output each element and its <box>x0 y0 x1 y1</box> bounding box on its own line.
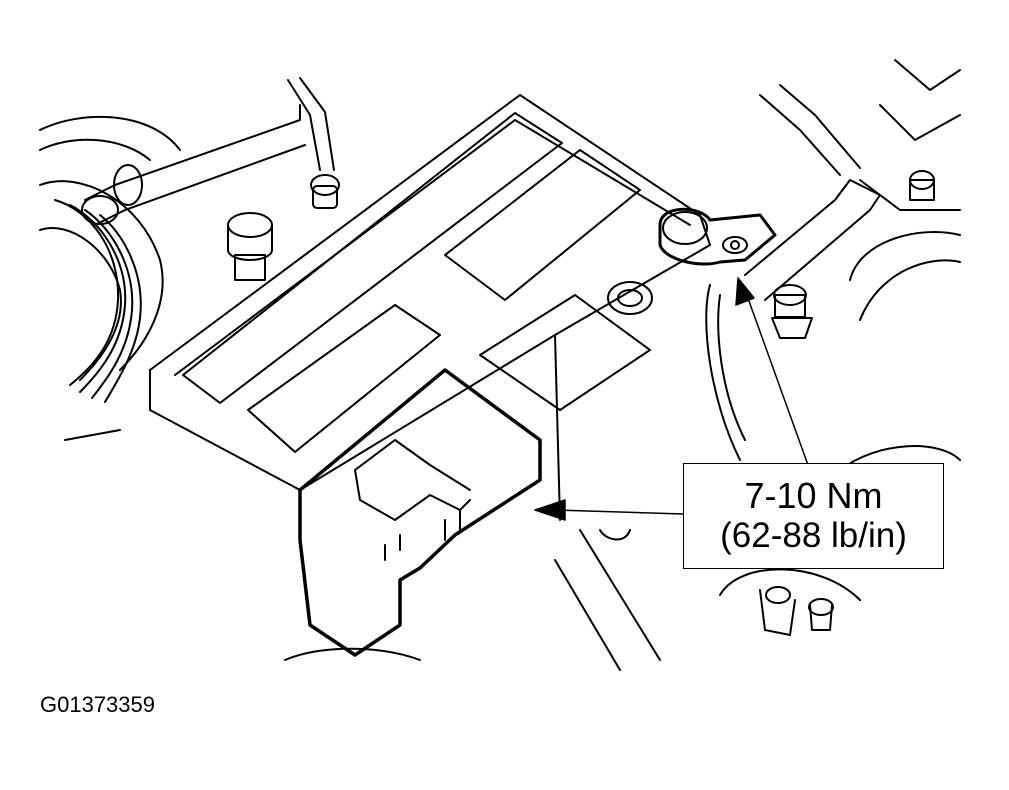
vacuum-hose-left <box>81 77 340 226</box>
intake-hose <box>39 115 181 403</box>
torque-nm-label: 7-10 Nm <box>744 475 883 516</box>
figure-id: G01373359 <box>40 692 155 717</box>
vacuum-hose-right <box>744 84 961 301</box>
electrical-connector <box>298 368 542 657</box>
leader-arrow-to-connector <box>534 499 684 521</box>
torque-callout: 7-10 Nm (62-88 lb/in) <box>683 463 944 569</box>
right-housing <box>849 59 961 321</box>
bolt-left <box>227 212 273 281</box>
lower-components <box>64 284 961 671</box>
module-tray <box>149 94 711 521</box>
ground-terminal <box>658 207 777 266</box>
leader-arrow-to-terminal <box>735 277 809 466</box>
torque-lbin-label: (62-88 lb/in) <box>720 516 907 555</box>
bolt-right <box>771 170 935 339</box>
